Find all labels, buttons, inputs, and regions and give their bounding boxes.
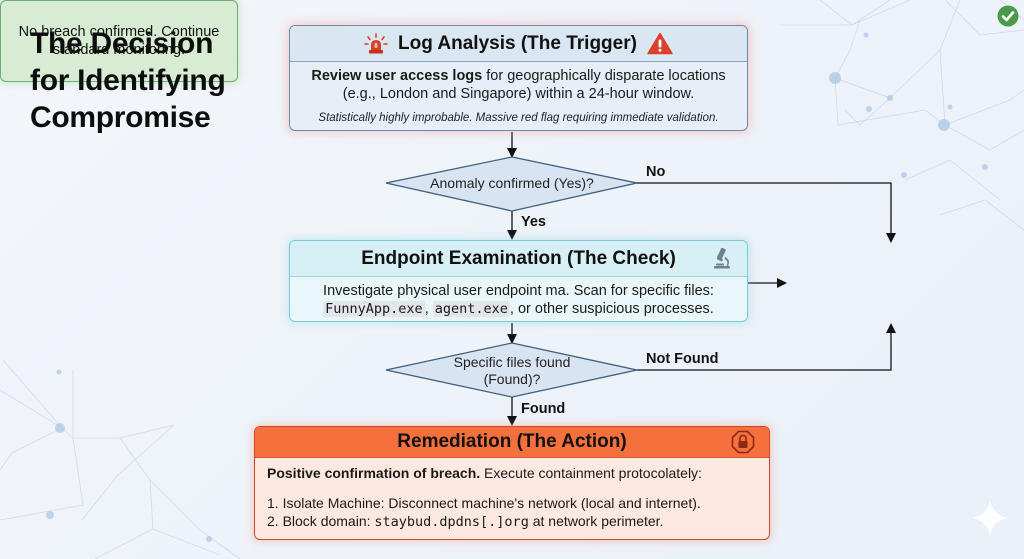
action-description-rest: Execute containment protocolately: — [480, 465, 702, 481]
trigger-note: Statistically highly improbable. Massive… — [318, 112, 719, 124]
action-description-bold: Positive confirmation of breach. — [267, 465, 481, 481]
action-steps: 1. Isolate Machine: Disconnect machine's… — [267, 494, 757, 531]
microscope-icon — [714, 247, 730, 268]
siren-icon — [364, 32, 388, 53]
action-description: Positive confirmation of breach. Execute… — [267, 464, 757, 482]
action-header: Remediation (The Action) — [255, 427, 769, 458]
title-line-2: for Identifying — [30, 64, 226, 97]
check-line-2: FunnyApp.exe, agent.exe, or other suspic… — [300, 300, 737, 318]
sparkle-icon — [972, 500, 1008, 536]
decision2-label-line2: (Found)? — [483, 371, 541, 387]
lock-octagon-icon — [731, 430, 755, 454]
title-line-3: Compromise — [30, 101, 211, 134]
decision1-yes-label: Yes — [521, 214, 546, 230]
check-line-2-rest: , or other suspicious processes. — [509, 301, 714, 317]
action-step-2: 2. Block domain: staybud.dpdns[.]org at … — [267, 512, 757, 531]
check-header: Endpoint Examination (The Check) — [290, 241, 747, 277]
trigger-description-rest: for geographically disparate locations (… — [342, 68, 726, 102]
action-step-2-suffix: at network perimeter. — [528, 513, 664, 529]
trigger-node: Log Analysis (The Trigger) Review user a… — [289, 25, 748, 131]
action-step-2-prefix: 2. Block domain: — [267, 513, 375, 529]
decision1-no-label: No — [646, 164, 666, 180]
trigger-description: Review user access logs for geographical… — [300, 67, 737, 103]
trigger-title: Log Analysis (The Trigger) — [398, 32, 637, 54]
decision2-notfound-label: Not Found — [646, 351, 719, 367]
decision1-label: Anomaly confirmed (Yes)? — [430, 175, 594, 191]
check-body: Investigate physical user endpoint ma. S… — [290, 277, 747, 318]
decision2-found-label: Found — [521, 401, 566, 417]
action-node: Remediation (The Action) Positive confir… — [254, 426, 770, 540]
decision2-label: Specific files found (Found)? — [420, 354, 604, 388]
blocked-domain: staybud.dpdns[.]org — [374, 514, 529, 530]
arrow-decision1-no — [637, 182, 896, 243]
trigger-body: Review user access logs for geographical… — [290, 62, 747, 127]
check-circle-icon — [997, 5, 1019, 27]
arrow-decision2-notfound — [637, 323, 896, 371]
check-sep: , — [424, 301, 433, 317]
no-breach-text: No breach confirmed. Continue standard m… — [18, 24, 220, 58]
trigger-description-bold: Review user access logs — [311, 68, 483, 84]
decision2-label-line1: Specific files found — [453, 354, 571, 370]
decision-diamond-anomaly — [385, 156, 638, 212]
file-agent: agent.exe — [432, 301, 510, 317]
title-line-1: The Decision — [30, 27, 214, 60]
file-funnyapp: FunnyApp.exe — [323, 301, 425, 317]
action-title: Remediation (The Action) — [397, 431, 627, 452]
check-node: Endpoint Examination (The Check) Investi… — [289, 240, 748, 322]
check-line-1: Investigate physical user endpoint ma. S… — [323, 283, 714, 299]
action-body: Positive confirmation of breach. Execute… — [255, 458, 769, 531]
no-breach-node: No breach confirmed. Continue standard m… — [0, 0, 1019, 82]
decision-diamond-files — [385, 342, 638, 398]
page-title: The Decision for Identifying Compromise — [30, 25, 270, 136]
trigger-header: Log Analysis (The Trigger) — [290, 26, 747, 62]
warning-icon — [647, 32, 673, 55]
check-title: Endpoint Examination (The Check) — [361, 247, 676, 269]
action-step-1: 1. Isolate Machine: Disconnect machine's… — [267, 495, 701, 511]
